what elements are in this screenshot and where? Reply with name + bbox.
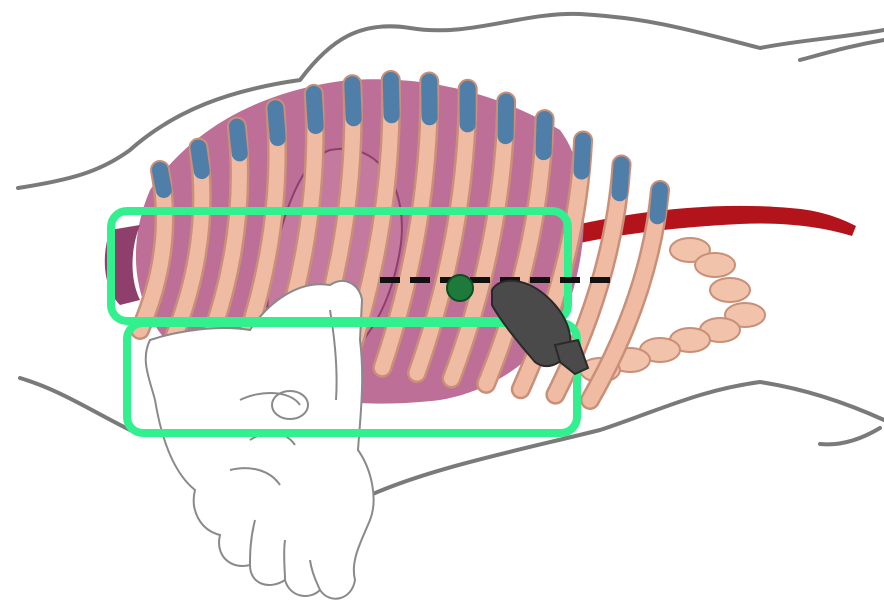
- costal-cartilage: [275, 108, 277, 138]
- costal-cartilage: [314, 94, 316, 126]
- marker-dot: [447, 275, 473, 301]
- costal-cartilage: [582, 140, 584, 171]
- costal-cartilage: [658, 190, 661, 216]
- vertebra: [710, 278, 750, 302]
- costal-cartilage: [160, 170, 164, 190]
- vertebra: [695, 253, 735, 277]
- costal-cartilage: [237, 127, 240, 154]
- costal-cartilage: [391, 80, 392, 115]
- costal-cartilage: [620, 165, 622, 194]
- costal-cartilage: [198, 148, 201, 171]
- costal-cartilage: [506, 102, 507, 137]
- costal-cartilage: [544, 119, 545, 152]
- costal-cartilage: [352, 84, 353, 118]
